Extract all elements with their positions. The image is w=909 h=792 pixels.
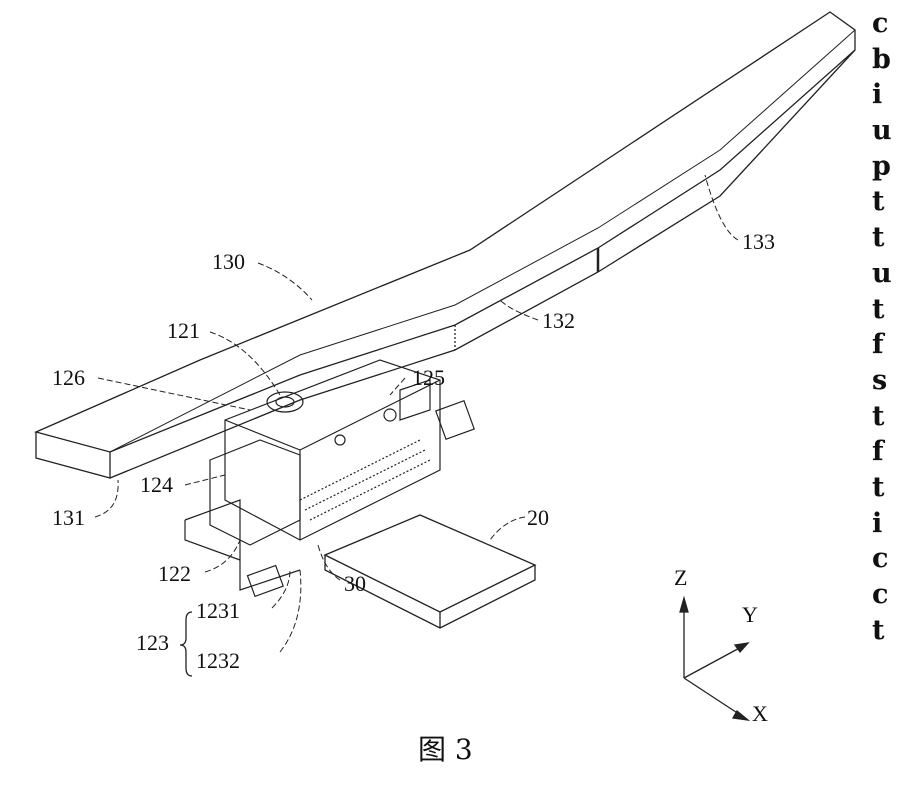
side-letter: b bbox=[872, 42, 909, 78]
label-1232: 1232 bbox=[196, 650, 240, 672]
side-letter: t bbox=[872, 184, 909, 220]
label-121: 121 bbox=[167, 320, 200, 342]
side-letter: c bbox=[872, 6, 909, 42]
label-125: 125 bbox=[412, 367, 445, 389]
side-letter: p bbox=[872, 149, 909, 185]
side-letter: f bbox=[872, 327, 909, 363]
label-122: 122 bbox=[158, 563, 191, 585]
side-letter: u bbox=[872, 113, 909, 149]
side-letter: i bbox=[872, 506, 909, 542]
side-letter: t bbox=[872, 470, 909, 506]
side-letter: t bbox=[872, 399, 909, 435]
label-126: 126 bbox=[52, 367, 85, 389]
side-letter: c bbox=[872, 541, 909, 577]
side-letter: t bbox=[872, 220, 909, 256]
axis-x-label: X bbox=[752, 703, 768, 725]
side-letter: u bbox=[872, 256, 909, 292]
side-letter: i bbox=[872, 77, 909, 113]
cropped-side-text: c b i u p t t u t f s t f t i c c t bbox=[872, 6, 909, 648]
side-letter: f bbox=[872, 434, 909, 470]
label-132: 132 bbox=[542, 310, 575, 332]
brace-123 bbox=[180, 612, 192, 676]
side-letter: t bbox=[872, 613, 909, 649]
label-130: 130 bbox=[212, 251, 245, 273]
mechanism bbox=[185, 360, 474, 596]
label-133: 133 bbox=[742, 231, 775, 253]
side-letter: c bbox=[872, 577, 909, 613]
label-30: 30 bbox=[344, 573, 366, 595]
figure-caption: 图 3 bbox=[418, 728, 473, 768]
side-letter: t bbox=[872, 292, 909, 328]
side-letter: s bbox=[872, 363, 909, 399]
axis-y-label: Y bbox=[742, 604, 758, 626]
label-131: 131 bbox=[52, 507, 85, 529]
axis-triad bbox=[680, 598, 748, 720]
label-20: 20 bbox=[527, 507, 549, 529]
label-124: 124 bbox=[140, 474, 173, 496]
label-1231: 1231 bbox=[196, 600, 240, 622]
axis-z-label: Z bbox=[674, 567, 687, 589]
label-123: 123 bbox=[136, 632, 169, 654]
leader-lines bbox=[95, 175, 738, 652]
